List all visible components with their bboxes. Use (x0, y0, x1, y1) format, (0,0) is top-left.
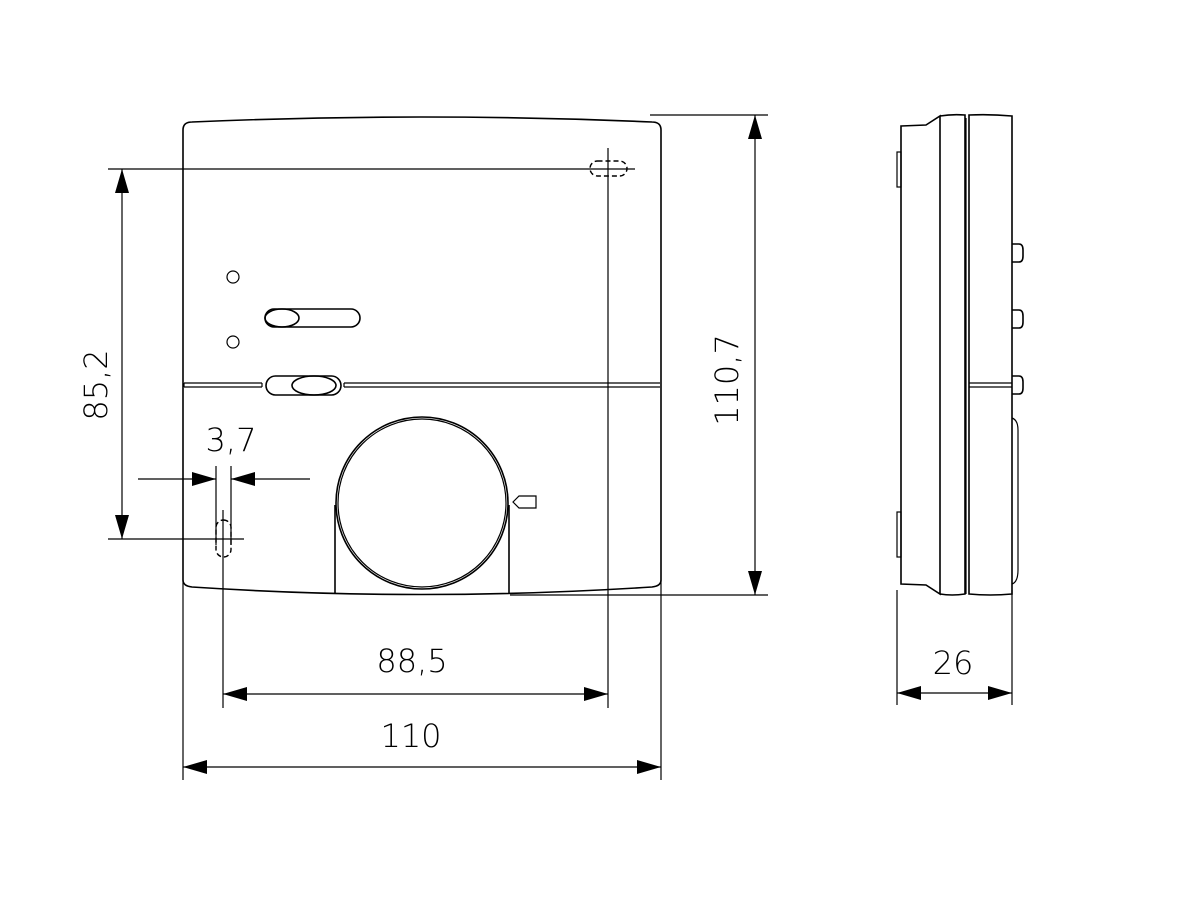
dimension-label: 85,2 (77, 349, 115, 420)
dimension-label: 88,5 (376, 642, 447, 680)
rotary-knob (334, 416, 537, 594)
side-button (1012, 243, 1024, 263)
dimension-110-7: 110,7 (510, 114, 768, 596)
housing-outline (182, 116, 662, 596)
side-button (1012, 309, 1024, 329)
dimension-label: 3,7 (206, 421, 257, 459)
dimension-110: 110 (182, 580, 662, 780)
slide-switch-lower (265, 375, 342, 396)
dimension-label: 110,7 (708, 334, 746, 426)
base-plate (900, 114, 941, 596)
knob-side-profile (1011, 417, 1019, 585)
side-view (896, 113, 1024, 596)
dimension-85-2: 85,2 (77, 169, 129, 539)
dimension-88-5: 88,5 (223, 642, 608, 701)
dimension-3-7: 3,7 (138, 421, 310, 545)
cover-split-line (183, 382, 660, 388)
dimension-26: 26 (896, 590, 1013, 705)
dimension-label: 110 (380, 717, 441, 755)
front-view (108, 116, 662, 708)
slide-switch-upper (264, 308, 361, 328)
led-indicator-icon (226, 270, 240, 284)
led-indicator-icon (226, 335, 240, 349)
housing-front (968, 113, 1013, 596)
dimension-label: 26 (933, 644, 974, 682)
side-button (1012, 375, 1024, 395)
knob-pointer-marker (512, 495, 537, 509)
